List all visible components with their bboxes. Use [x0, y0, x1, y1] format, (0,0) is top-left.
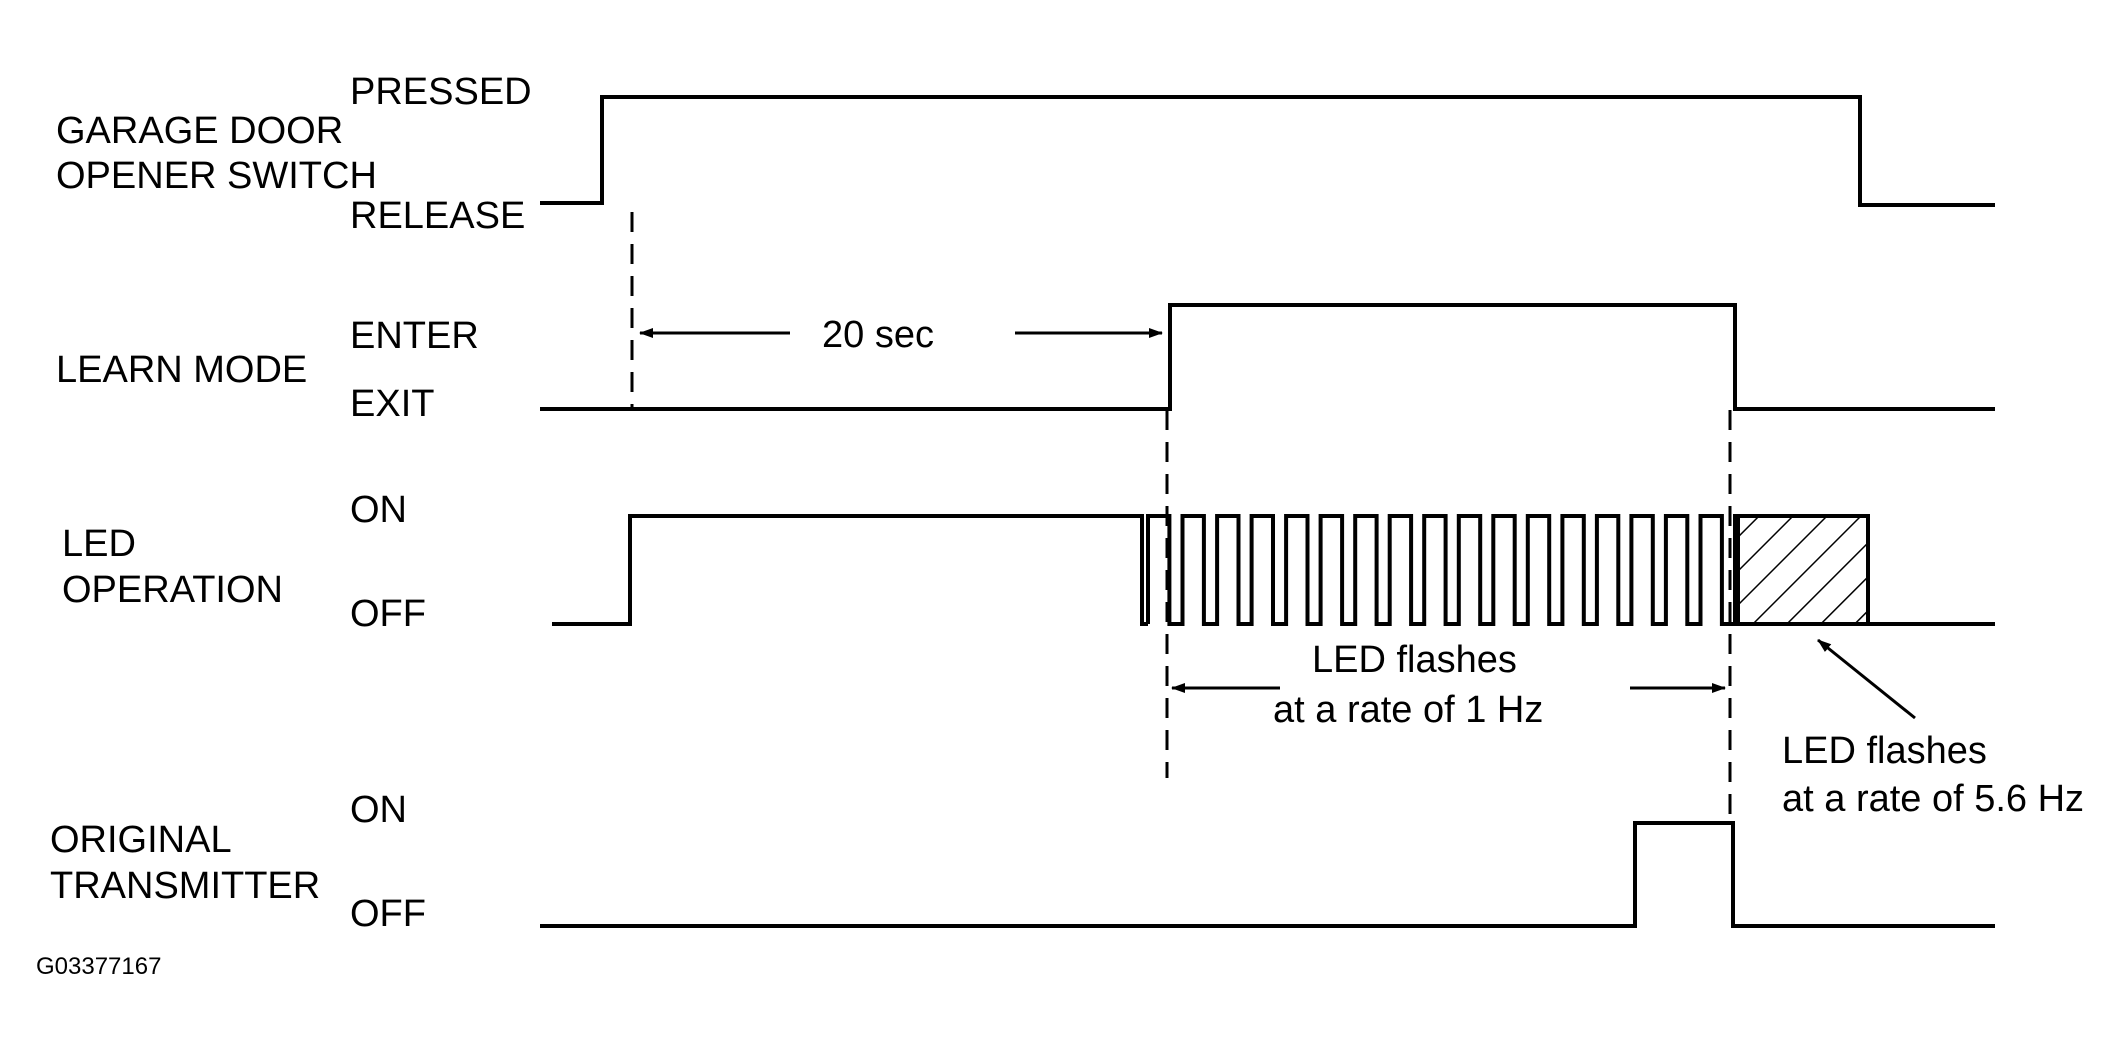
led-operation-waveform [552, 514, 1148, 626]
learn-mode-waveform [540, 303, 1995, 411]
learn-mode-high-label: ENTER [350, 315, 479, 357]
transmitter-waveform [540, 821, 1995, 928]
fast-flash-label-line1: LED flashes [1782, 730, 1987, 772]
transmitter-low-label: OFF [350, 893, 426, 935]
led-operation-name-line2: OPERATION [62, 569, 283, 611]
garage-switch-name-line2: OPENER SWITCH [56, 155, 377, 197]
garage-switch-low-label: RELEASE [350, 195, 525, 237]
learn-mode-low-label: EXIT [350, 383, 434, 425]
garage-switch-waveform [540, 95, 1995, 207]
fast-flash-pointer-arrow [1817, 638, 1916, 720]
led-flash-1hz-pulses [1146, 514, 1738, 626]
led-operation-low-label: OFF [350, 593, 426, 635]
transmitter-name-line1: ORIGINAL [50, 819, 232, 861]
garage-switch-high-label: PRESSED [350, 71, 532, 113]
transmitter-name-line2: TRANSMITTER [50, 865, 320, 907]
garage-switch-name-line1: GARAGE DOOR [56, 110, 343, 152]
figure-id: G03377167 [36, 953, 161, 980]
learn-mode-name: LEARN MODE [56, 349, 307, 391]
slow-flash-label-line1: LED flashes [1312, 639, 1517, 681]
slow-flash-label-line2: at a rate of 1 Hz [1273, 689, 1543, 731]
fast-flash-label-line2: at a rate of 5.6 Hz [1782, 778, 2084, 820]
transmitter-high-label: ON [350, 789, 407, 831]
led-flash-5-6hz-hatched-block [1736, 514, 1870, 626]
led-operation-name-line1: LED [62, 523, 136, 565]
led-operation-high-label: ON [350, 489, 407, 531]
delay-label: 20 sec [822, 314, 934, 356]
